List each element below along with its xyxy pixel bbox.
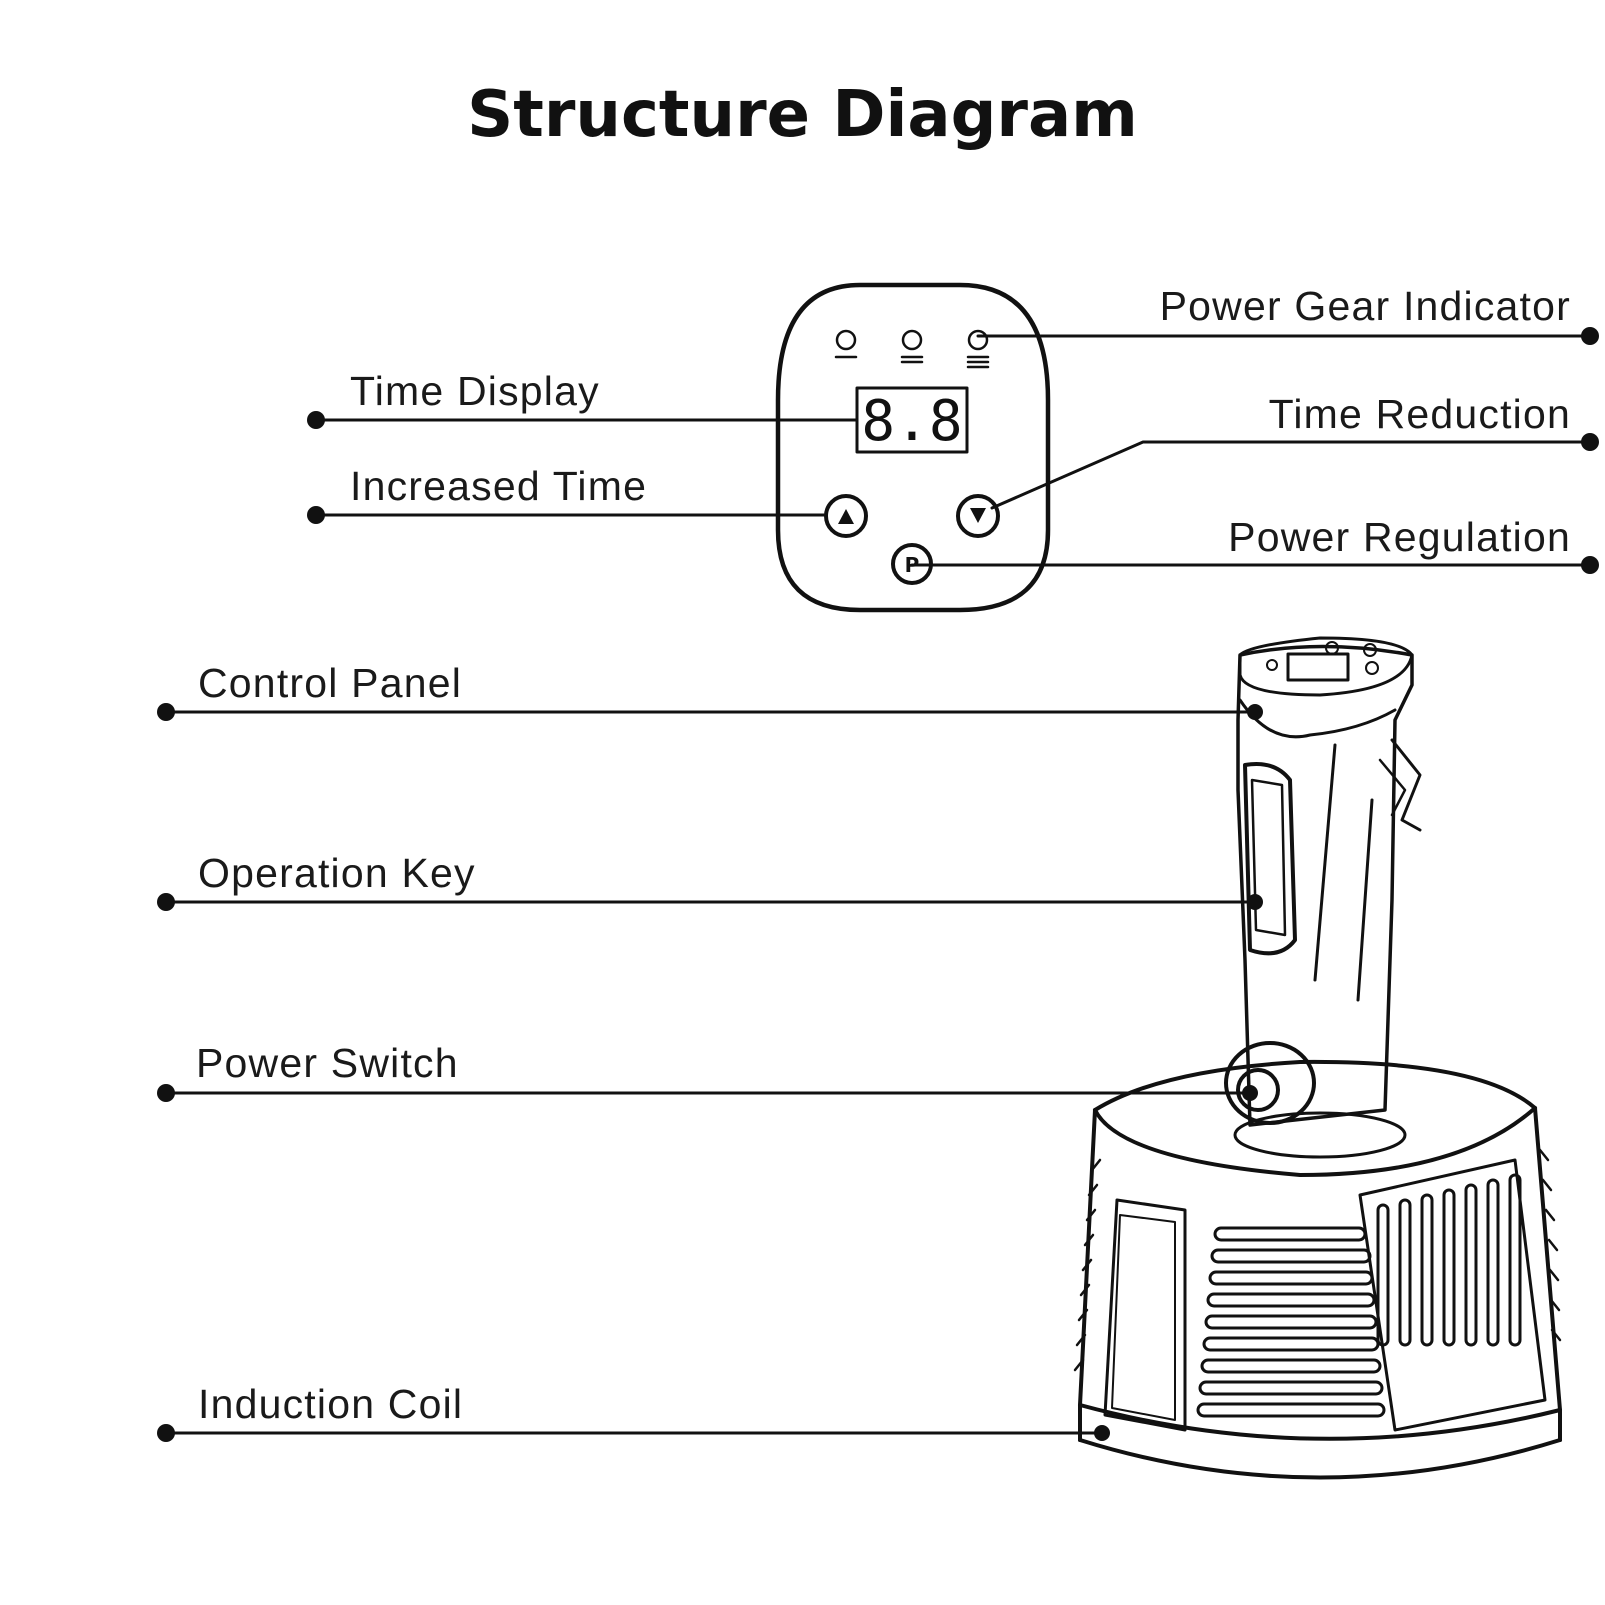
label-power-gear-indicator: Power Gear Indicator bbox=[1159, 283, 1571, 329]
power-gear-indicator-icons bbox=[834, 329, 990, 369]
diagram-title: Structure Diagram bbox=[467, 78, 1138, 152]
label-control-panel: Control Panel bbox=[198, 660, 463, 706]
device-illustration bbox=[1073, 636, 1562, 1480]
label-time-display: Time Display bbox=[350, 368, 600, 414]
power-switch-knob bbox=[1224, 1041, 1316, 1125]
leader-lines-top bbox=[314, 334, 1592, 567]
time-reduction-key bbox=[956, 494, 1000, 538]
increase-time-key bbox=[824, 494, 868, 538]
label-operation-key: Operation Key bbox=[198, 850, 476, 896]
label-increased-time: Increased Time bbox=[350, 463, 648, 509]
display-digits: 8.8 bbox=[861, 389, 962, 454]
label-power-switch: Power Switch bbox=[196, 1040, 459, 1086]
leader-dots bbox=[157, 327, 1599, 1442]
power-key-letter: P bbox=[905, 553, 920, 577]
leader-lines-device bbox=[164, 710, 1257, 1435]
control-panel-closeup bbox=[775, 282, 1051, 613]
label-power-regulation: Power Regulation bbox=[1228, 514, 1571, 560]
label-induction-coil: Induction Coil bbox=[198, 1381, 464, 1427]
label-time-reduction: Time Reduction bbox=[1268, 391, 1571, 437]
